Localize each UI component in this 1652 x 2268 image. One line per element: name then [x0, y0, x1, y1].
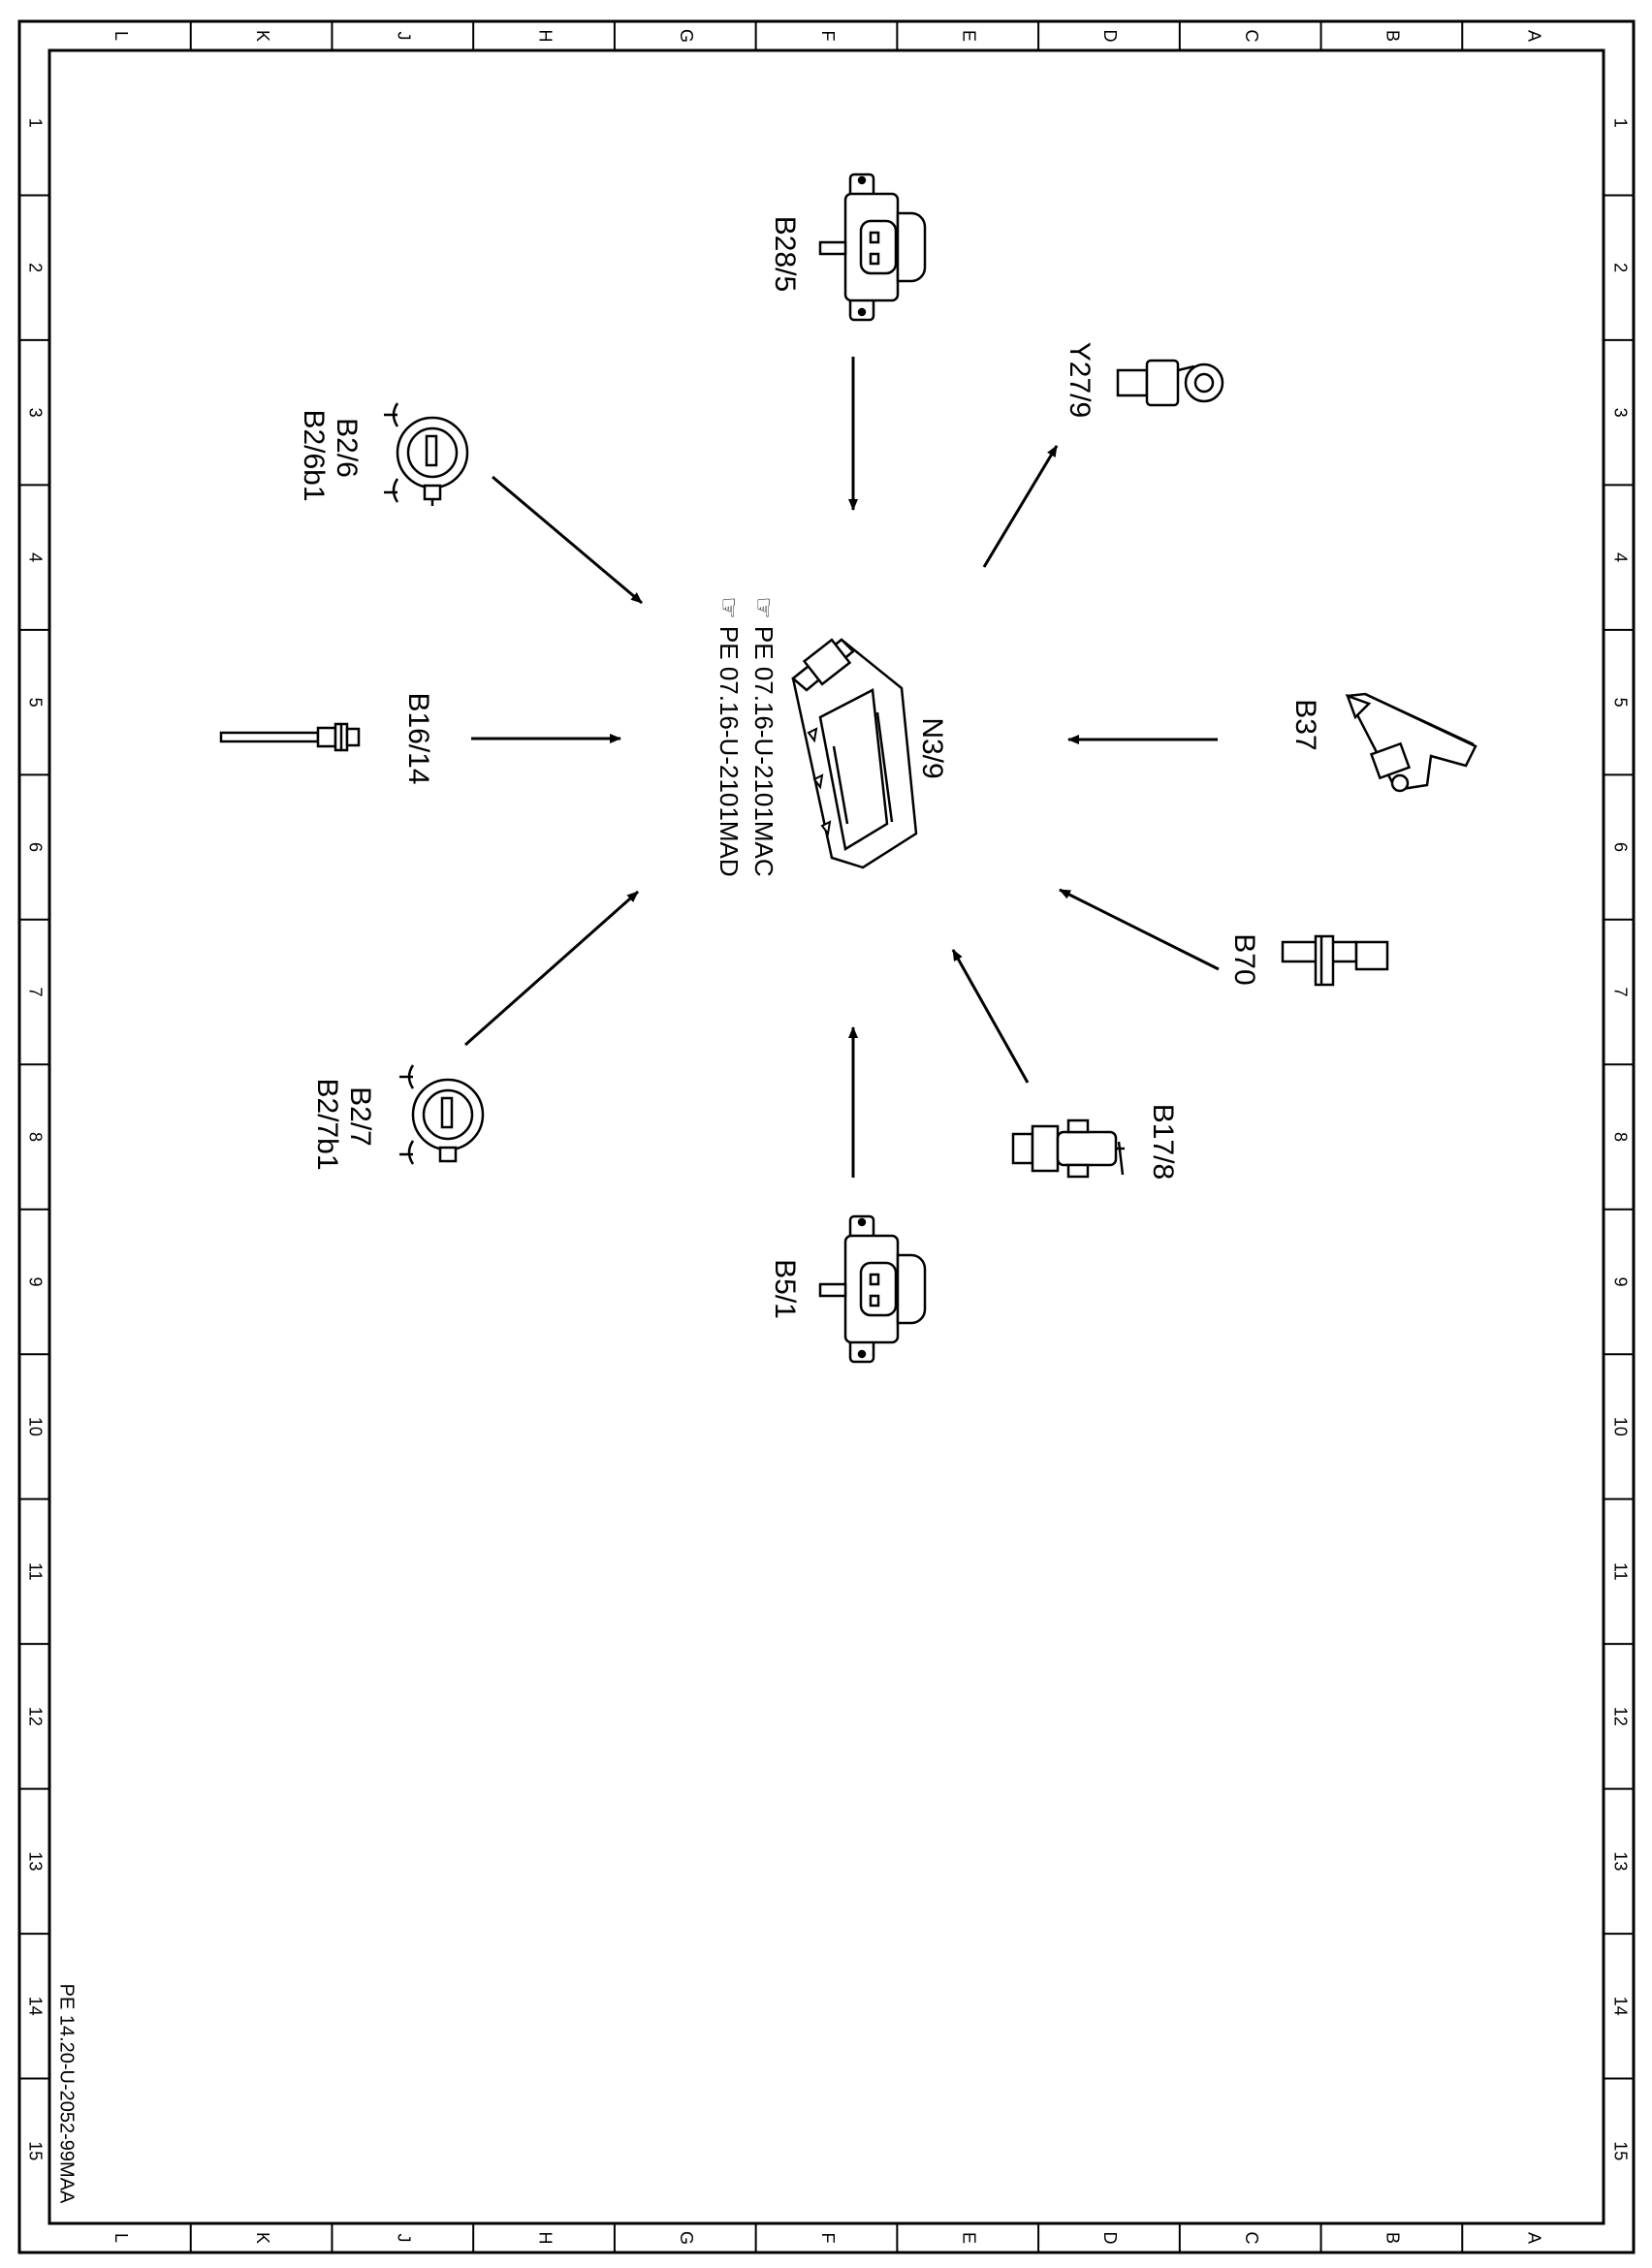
grid-col-label-top: L: [111, 31, 131, 41]
grid-row-label-right: 6: [1610, 842, 1630, 852]
grid-col-label-top: J: [395, 32, 414, 41]
sensor-b2-6-icon: [384, 402, 469, 506]
grid-col-label-top: A: [1524, 30, 1543, 42]
grid-row-label-left: 11: [25, 1562, 45, 1581]
arrow-b2-6: [492, 475, 643, 605]
grid-col-label-bottom: G: [677, 2231, 696, 2245]
grid-row-label-right: 8: [1610, 1132, 1630, 1142]
sensor-b2-7-icon: [399, 1064, 485, 1165]
label-b2-7b1: B2/7b1: [311, 1078, 343, 1170]
grid-col-label-bottom: E: [959, 2232, 978, 2244]
arrow-b17-8: [951, 949, 1030, 1084]
grid-col-label-top: E: [959, 30, 978, 42]
grid-row-label-left: 15: [25, 2141, 45, 2160]
label-b16-14: B16/14: [402, 692, 434, 784]
grid-row-label-left: 1: [25, 118, 45, 128]
grid-col-label-top: D: [1100, 30, 1120, 43]
grid-col-label-bottom: F: [818, 2233, 838, 2244]
grid-row-label-right: 14: [1610, 1997, 1630, 2016]
grid-row-label-left: 6: [25, 842, 45, 852]
grid-row-label-left: 3: [25, 408, 45, 418]
label-b17-8: B17/8: [1147, 1104, 1179, 1180]
grid-row-label-left: 7: [25, 988, 45, 997]
grid-row-label-left: 10: [25, 1417, 45, 1436]
grid-col-label-bottom: H: [535, 2232, 555, 2245]
grid-row-label-left: 8: [25, 1132, 45, 1142]
reference-pe-mad: ☞ PE 07.16-U-2101MAD: [715, 596, 744, 876]
outer-border: [17, 19, 1636, 2254]
grid-col-label-bottom: B: [1383, 2232, 1403, 2244]
label-b2-6: B2/6: [331, 418, 363, 478]
grid-col-label-bottom: L: [111, 2233, 131, 2243]
inner-border: [48, 48, 1605, 2225]
sensor-b70-icon: [1281, 934, 1389, 987]
pedal-sensor-b37-icon: [1345, 692, 1477, 793]
sensor-b28-5-icon: [818, 173, 927, 322]
grid-col-label-bottom: A: [1524, 2232, 1543, 2244]
label-b28-5: B28/5: [769, 216, 801, 292]
grid-col-label-bottom: D: [1100, 2232, 1120, 2245]
grid-col-label-top: G: [677, 29, 696, 43]
grid-row-label-right: 7: [1610, 988, 1630, 997]
arrow-b2-7: [464, 890, 639, 1047]
grid-row-label-right: 2: [1610, 263, 1630, 272]
label-n3-9: N3/9: [916, 717, 948, 778]
label-b37: B37: [1289, 699, 1321, 750]
grid-row-label-right: 15: [1610, 2141, 1630, 2160]
label-b70: B70: [1228, 933, 1260, 985]
grid-col-label-top: K: [253, 30, 272, 42]
grid-row-label-left: 14: [25, 1997, 45, 2016]
sensor-b17-8-icon: [1011, 1118, 1125, 1179]
grid-col-label-top: F: [818, 31, 838, 42]
grid-row-label-left: 5: [25, 698, 45, 708]
arrow-b70: [1059, 888, 1220, 971]
sensor-b5-1-icon: [818, 1214, 927, 1364]
grid-row-label-left: 9: [25, 1276, 45, 1286]
connection-arrows: [464, 357, 1220, 1178]
grid-col-label-bottom: C: [1242, 2232, 1261, 2245]
label-y27-9: Y27/9: [1064, 342, 1096, 418]
reference-pe-mac: ☞ PE 07.16-U-2101MAC: [749, 596, 778, 876]
grid-col-label-top: C: [1242, 30, 1261, 43]
grid-col-label-bottom: K: [253, 2232, 272, 2244]
label-b5-1: B5/1: [769, 1259, 801, 1319]
grid-tick-marks: [19, 21, 1634, 2252]
label-b2-7: B2/7: [344, 1087, 376, 1147]
grid-row-label-right: 10: [1610, 1417, 1630, 1436]
grid-row-label-right: 4: [1610, 552, 1630, 562]
grid-row-label-left: 2: [25, 263, 45, 272]
grid-row-label-right: 3: [1610, 408, 1630, 418]
grid-col-label-top: B: [1383, 30, 1403, 42]
document-id: PE 14.20-U-2052-99MAA: [56, 1984, 78, 2204]
arrow-y27-9: [982, 445, 1059, 568]
grid-row-label-right: 12: [1610, 1707, 1630, 1726]
grid-row-label-right: 11: [1610, 1562, 1630, 1581]
label-b2-6b1: B2/6b1: [298, 409, 330, 501]
grid-row-label-left: 13: [25, 1851, 45, 1871]
grid-col-label-top: H: [535, 30, 555, 43]
grid-row-label-right: 9: [1610, 1276, 1630, 1286]
grid-row-label-right: 13: [1610, 1851, 1630, 1871]
grid-row-label-left: 4: [25, 552, 45, 562]
valve-y27-9-icon: [1116, 359, 1224, 407]
control-unit-n3-9-icon: [791, 638, 918, 869]
grid-row-label-left: 12: [25, 1707, 45, 1726]
grid-row-label-right: 1: [1610, 118, 1630, 128]
probe-b16-14-icon: [219, 722, 361, 752]
grid-col-label-bottom: J: [395, 2234, 414, 2243]
grid-row-label-right: 5: [1610, 698, 1630, 708]
